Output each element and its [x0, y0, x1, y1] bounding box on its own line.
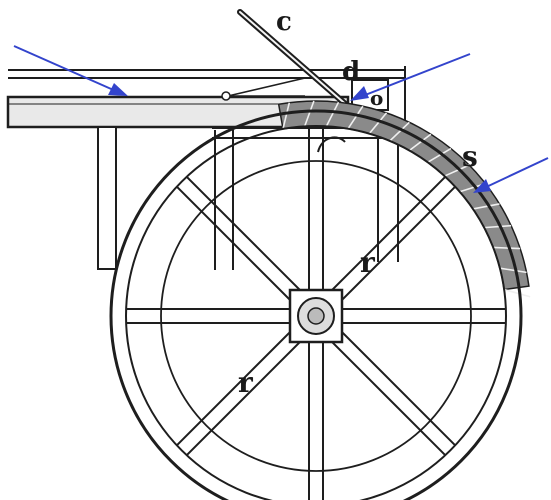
arrow-gate-head: [350, 86, 369, 101]
axle: [307, 307, 325, 325]
label-r-lower: r: [238, 366, 254, 399]
lever-bracket-upper: [227, 77, 306, 97]
arrow-flume: [13, 45, 128, 96]
bucket-divider: [427, 147, 452, 163]
wheel-inner-rim: [125, 125, 507, 500]
label-d: d: [342, 57, 360, 87]
bucket-divider: [408, 133, 432, 152]
bucket-divider: [499, 267, 527, 274]
gate-lever-highlight: [239, 11, 351, 109]
lever-pivot: [221, 91, 231, 101]
arrow-flume-head: [108, 83, 128, 96]
gate-lever: [237, 9, 353, 111]
arrow-gate-shaft: [359, 53, 471, 98]
wheel-outer-rim: [109, 109, 523, 500]
arrow-buckets-shaft: [481, 157, 549, 190]
label-c: c: [276, 7, 292, 37]
annotation-arrows: [13, 45, 549, 193]
bucket-divider: [389, 121, 410, 142]
arrow-buckets: [473, 157, 549, 193]
gate-hook: [317, 136, 346, 153]
label-s: s: [462, 140, 478, 173]
arrow-flume-shaft: [13, 45, 119, 93]
water-wheel: [109, 100, 531, 500]
wheel-shroud-ring: [160, 160, 472, 472]
left-support-post: [97, 126, 117, 270]
bucket-divider: [444, 164, 470, 177]
bucket-divider: [325, 101, 340, 127]
bucket-divider: [484, 224, 512, 229]
arrow-gate: [350, 53, 471, 101]
bucket-divider: [282, 102, 291, 130]
bucket-divider: [503, 288, 531, 298]
arrow-buckets-head: [473, 179, 491, 193]
buckets-group: [282, 100, 531, 298]
bucket-divider: [472, 203, 500, 210]
bucket-divider: [347, 105, 364, 130]
bucket-divider: [303, 100, 315, 127]
label-r-upper: r: [360, 246, 376, 279]
flume-structure: [6, 66, 406, 270]
bucket-divider: [493, 246, 521, 250]
bucket-divider: [368, 112, 388, 135]
